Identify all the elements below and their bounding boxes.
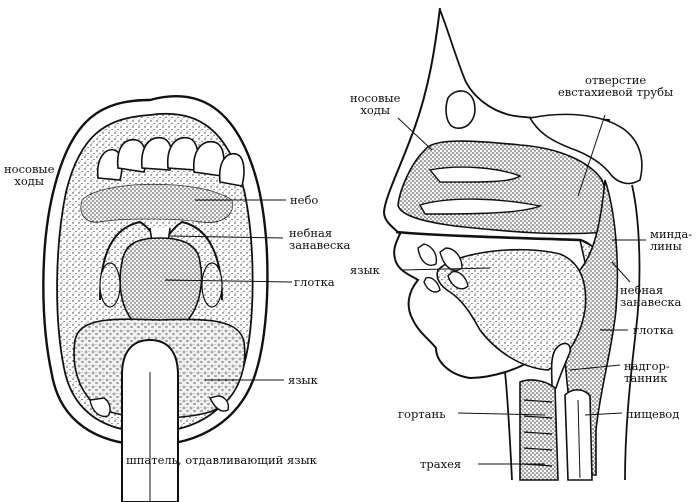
- epiglottis: [550, 342, 572, 389]
- side-label-tonsils-line2: лины: [650, 239, 682, 253]
- left-tonsil: [99, 262, 121, 308]
- side-label-pharynx: глотка: [633, 323, 674, 337]
- turbinates: [418, 166, 543, 215]
- neck-outline: [504, 371, 513, 481]
- front-label-palate: небо: [290, 193, 319, 207]
- side-label-nasal-line2: ходы: [360, 103, 391, 117]
- front-label-nasal: носовые ходы: [4, 163, 54, 187]
- side-label-trachea: трахея: [420, 457, 462, 471]
- side-label-esophagus: пищевод: [626, 407, 680, 421]
- front-label-velum-line2: занавеска: [289, 238, 351, 252]
- side-label-velum: небная занавеска: [620, 284, 681, 308]
- side-leader-lines: [397, 114, 646, 465]
- side-label-larynx: гортань: [398, 407, 446, 421]
- lower-teeth: [89, 395, 230, 418]
- side-label-nasal: носовые ходы: [350, 92, 400, 116]
- front-view: [42, 95, 293, 502]
- side-label-epiglottis-line2: танник: [624, 371, 668, 385]
- right-tonsil: [201, 262, 223, 308]
- front-label-nasal-line2: ходы: [14, 174, 45, 188]
- front-label-spatula: шпатель, отдавливающий язык: [126, 453, 317, 467]
- side-label-epiglottis-line1: надгор-: [624, 359, 670, 373]
- side-teeth: [417, 243, 469, 293]
- side-label-velum-line2: занавеска: [620, 295, 682, 309]
- esophagus-lumen: [577, 399, 581, 479]
- skull-base: [528, 113, 643, 185]
- front-label-tongue: язык: [288, 373, 318, 387]
- head-outline: [382, 7, 541, 380]
- side-label-velum-line1: небная: [620, 283, 664, 297]
- upper-teeth: [96, 137, 245, 187]
- palate: [80, 183, 234, 223]
- side-label-eustachian: отверстие евстахиевой трубы: [558, 74, 673, 98]
- side-label-tonsils-line1: минда-: [650, 227, 693, 241]
- front-label-velum: небная занавеска: [289, 227, 350, 251]
- front-label-velum-line1: небная: [289, 226, 333, 240]
- side-label-eustachian-line1: отверстие: [584, 73, 647, 87]
- back-outline: [624, 184, 641, 481]
- side-label-tonsils: минда- лины: [650, 228, 692, 252]
- side-label-epiglottis: надгор- танник: [624, 360, 670, 384]
- side-view: [382, 7, 646, 481]
- front-label-pharynx: глотка: [294, 275, 335, 289]
- trachea: [519, 379, 559, 481]
- front-leader-lines: [149, 199, 293, 452]
- sinus: [445, 90, 476, 129]
- side-label-eustachian-line2: евстахиевой трубы: [558, 85, 674, 99]
- nasal-cavity: [397, 140, 610, 235]
- side-label-tongue: язык: [350, 263, 380, 277]
- pharynx: [119, 237, 203, 329]
- front-label-nasal-line1: носовые: [4, 162, 55, 176]
- side-label-nasal-line1: носовые: [350, 91, 401, 105]
